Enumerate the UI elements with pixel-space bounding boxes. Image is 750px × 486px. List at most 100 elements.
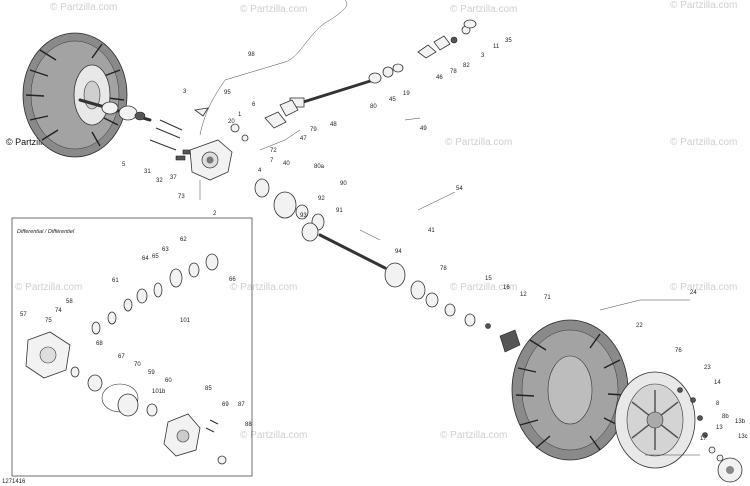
callout: 93 [300,213,307,219]
callout: 1 [238,112,242,118]
callout: 12 [520,292,527,298]
callout: 76 [675,348,682,354]
callout: 80a [314,164,325,170]
callout: 31 [144,169,151,175]
callout: 98 [248,52,255,58]
callout: 40 [283,161,290,167]
watermark: © Partzilla.com [240,4,307,15]
callout: 101b [152,389,166,395]
callout: 24 [690,290,697,296]
callout: 4 [258,168,262,174]
watermark: © Partzilla.com [50,2,117,13]
breather-hose [199,0,348,136]
callout: 2 [213,211,217,217]
callout: 85 [205,386,212,392]
callout: 57 [20,312,27,318]
watermark: © Partzilla.com [450,4,517,15]
inset-title: Differential / Différentiel [17,229,75,235]
watermark: © Partzilla.com [670,0,737,11]
callout: 45 [389,97,396,103]
callout: 13b [735,419,746,425]
callout: 20 [228,119,235,125]
watermark: © Partzilla.com [230,282,297,293]
leader-lines [199,117,700,456]
callout: 13c [738,434,748,440]
callout: 13 [716,425,723,431]
callout: 78 [440,266,447,272]
propeller-shaft [289,19,477,108]
callout: 70 [134,362,141,368]
callout: 74 [55,308,62,314]
watermark: © Partzilla.com [450,282,517,293]
callouts-right: 24 22 76 23 14 8 8b 13 13b 13c 17 [636,290,748,442]
front-differential-housing [175,139,233,181]
callout: 62 [180,237,187,243]
callout: 72 [270,148,277,154]
callout: 7 [270,158,274,164]
left-wheel-assembly [22,32,128,158]
callout: 78 [450,69,457,75]
callout: 8 [716,401,720,407]
callout: 90 [340,181,347,187]
callout: 19 [403,91,410,97]
callouts-inset: 62 63 64 65 66 61 58 57 74 75 101 68 67 … [20,237,252,428]
callout: 82 [463,63,470,69]
watermark: © Partzilla.com [445,137,512,148]
callout: 14 [714,380,721,386]
watermarks: © Partzilla.com © Partzilla.com © Partzi… [6,0,737,441]
callouts-top: 3 98 95 6 20 1 48 47 79 49 80 45 19 46 7… [183,38,512,142]
callout: 6 [252,102,256,108]
callout: 67 [118,354,125,360]
callout: 69 [222,402,229,408]
callout: 66 [229,277,236,283]
callout: 22 [636,323,643,329]
callout: 35 [505,38,512,44]
differential-inset: Differential / Différentiel [11,217,253,477]
callout: 73 [178,194,185,200]
callout: 15 [485,276,492,282]
watermark: © Partzilla.com [670,282,737,293]
universal-joint [193,99,299,142]
diagram-code: 1271416 [2,479,26,485]
callout: 94 [395,249,402,255]
callout: 91 [336,208,343,214]
callout: 3 [183,89,187,95]
callout: 11 [493,44,500,50]
callout: 17 [700,436,707,442]
wheel-hardware [677,387,724,462]
callout: 60 [165,378,172,384]
callout: 68 [96,341,103,347]
watermark: © Partzilla.com [15,282,82,293]
center-drive-shaft [254,178,521,353]
callout: 95 [224,90,231,96]
callout: 37 [170,175,177,181]
callout: 63 [162,247,169,253]
callout: 16 [503,285,510,291]
callout: 59 [148,370,155,376]
bolt-group-left [149,119,183,151]
callout: 41 [428,228,435,234]
watermark: © Partzilla.com [240,430,307,441]
callout: 48 [330,122,337,128]
callout: 58 [66,299,73,305]
callout: 92 [318,196,325,202]
watermark: © Partzilla.com [440,430,507,441]
callout: 88 [245,422,252,428]
callout: 61 [112,278,119,284]
callout: 87 [238,402,245,408]
callout: 47 [300,136,307,142]
callout: 71 [544,295,551,301]
watermark-dark: © Partzilla.com [6,137,67,147]
callout: 8b [722,414,729,420]
watermark: © Partzilla.com [670,137,737,148]
callout: 46 [436,75,443,81]
callout: 65 [152,254,159,260]
callout: 5 [122,162,126,168]
callout: 3 [481,53,485,59]
callout: 64 [142,256,149,262]
callout: 101 [180,318,191,324]
right-wheel-assembly [511,319,743,483]
callout: 32 [156,178,163,184]
callout: 80 [370,104,377,110]
